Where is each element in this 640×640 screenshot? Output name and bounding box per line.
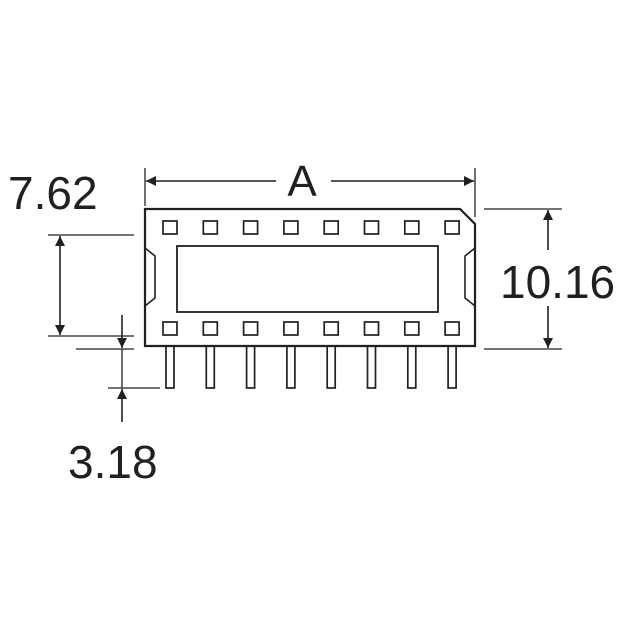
right-side-notch <box>464 247 476 307</box>
top-contact-hole <box>283 220 299 235</box>
top-contact-hole <box>444 220 460 235</box>
pin-lead <box>286 345 296 389</box>
pin-lead <box>406 345 417 389</box>
pin-lead <box>366 345 377 389</box>
top-contact-hole <box>242 220 259 235</box>
dim-762-label: 7.62 <box>8 167 98 219</box>
dimension-pin-length: 3.18 <box>68 315 160 488</box>
top-contact-row <box>162 220 460 235</box>
top-contact-hole <box>162 220 178 235</box>
bottom-contact-hole <box>283 321 299 336</box>
top-contact-hole <box>363 220 380 235</box>
pin-leads <box>165 345 457 389</box>
top-contact-hole <box>323 220 340 235</box>
pin-lead <box>165 345 175 389</box>
pin-lead <box>326 345 337 389</box>
socket-body <box>143 207 477 348</box>
pin-lead <box>245 345 256 389</box>
pin-lead <box>205 345 216 389</box>
top-contact-hole <box>202 220 219 235</box>
bottom-contact-hole <box>363 321 380 336</box>
dim-1016-label: 10.16 <box>500 256 615 308</box>
bottom-contact-hole <box>202 321 219 336</box>
dim-a-label: A <box>287 157 317 206</box>
dimension-row-spacing: 7.62 <box>8 167 134 337</box>
dim-318-label: 3.18 <box>68 436 158 488</box>
bottom-contact-row <box>162 321 460 336</box>
top-contact-hole <box>403 220 420 235</box>
left-side-notch <box>144 247 156 307</box>
pin-lead <box>447 345 457 389</box>
bottom-contact-hole <box>323 321 340 336</box>
bottom-contact-hole <box>162 321 178 336</box>
bottom-contact-hole <box>403 321 420 336</box>
center-cavity <box>176 245 439 313</box>
dimension-body-width: 10.16 <box>484 208 615 350</box>
dimension-a: A <box>144 157 476 217</box>
body-outline <box>143 207 477 348</box>
bottom-contact-hole <box>242 321 259 336</box>
bottom-contact-hole <box>444 321 460 336</box>
